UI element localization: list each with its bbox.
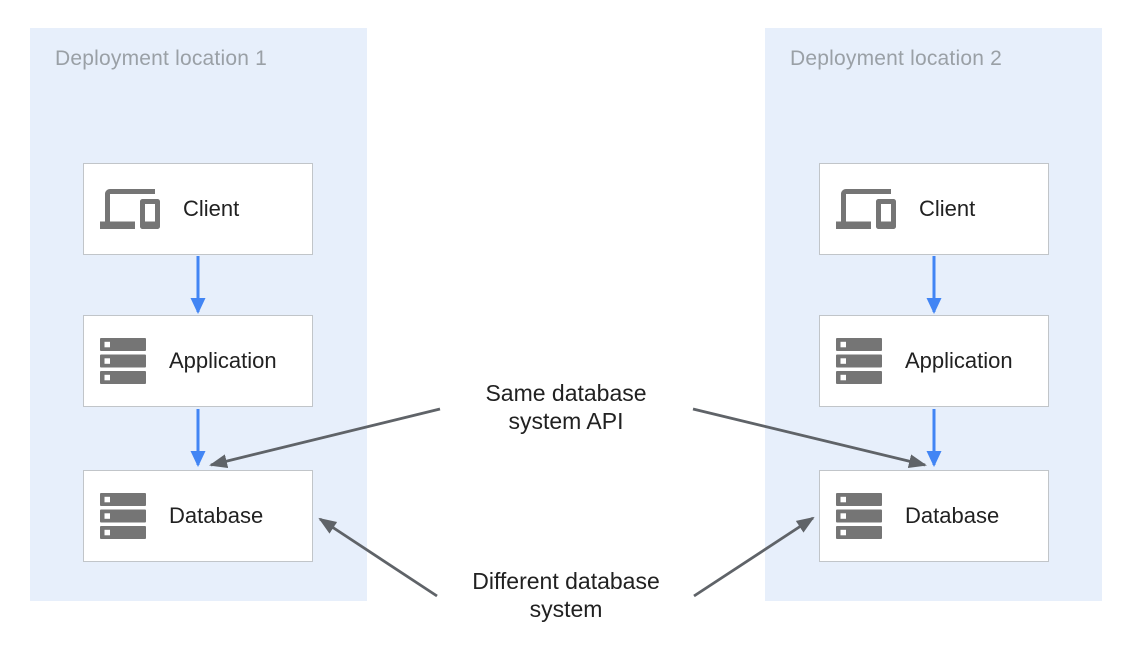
devices-icon bbox=[836, 179, 896, 239]
annotation-line: Same database bbox=[485, 380, 647, 406]
node-label: Database bbox=[905, 503, 1000, 528]
node-application-1: Application bbox=[83, 315, 313, 407]
node-label: Application bbox=[169, 348, 277, 373]
node-label: Database bbox=[169, 503, 264, 528]
node-label: Client bbox=[183, 196, 240, 221]
node-label: Client bbox=[919, 196, 976, 221]
server-stack-icon bbox=[100, 337, 146, 385]
panel-title-2: Deployment location 2 bbox=[790, 47, 1002, 70]
node-client-2: Client bbox=[819, 163, 1049, 255]
annotation-line: Different database bbox=[472, 568, 660, 594]
node-client-1: Client bbox=[83, 163, 313, 255]
annotation-different-database-system: Different database system bbox=[441, 567, 691, 623]
annotation-line: system API bbox=[508, 408, 624, 434]
node-database-2: Database bbox=[819, 470, 1049, 562]
annotation-line: system bbox=[529, 596, 603, 622]
annotation-same-database-api: Same database system API bbox=[441, 379, 691, 435]
panel-title-1: Deployment location 1 bbox=[55, 47, 267, 70]
node-database-1: Database bbox=[83, 470, 313, 562]
devices-icon bbox=[100, 179, 160, 239]
node-application-2: Application bbox=[819, 315, 1049, 407]
server-stack-icon bbox=[100, 492, 146, 540]
server-stack-icon bbox=[836, 492, 882, 540]
server-stack-icon bbox=[836, 337, 882, 385]
node-label: Application bbox=[905, 348, 1013, 373]
